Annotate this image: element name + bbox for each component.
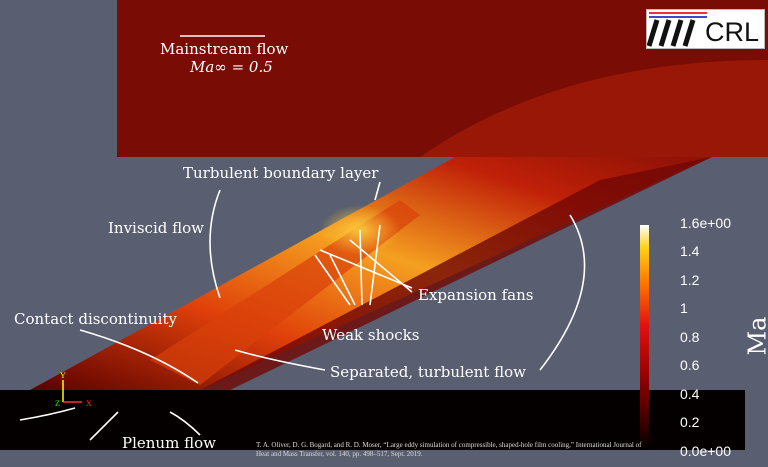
turbulent-wake [420,60,768,157]
colorbar-tick: 1.4 [680,243,700,259]
axis-z-label: Z [55,399,60,408]
label-inviscid: Inviscid flow [108,219,204,237]
citation-line1: T. A. Oliver, D. G. Bogard, and R. D. Mo… [256,441,642,449]
colorbar [640,225,649,450]
crl-logo: CRL [646,9,765,49]
label-mainstream: Mainstream flow [160,40,289,58]
annotation-arrows [19,35,586,441]
citation: T. A. Oliver, D. G. Bogard, and R. D. Mo… [256,441,641,459]
separated-layer [200,157,712,390]
axis-x-label: X [86,399,92,408]
colorbar-tick: 0.2 [680,414,700,430]
label-separated: Separated, turbulent flow [330,363,526,381]
colorbar-tick: 0.4 [680,386,700,402]
label-turbulent-bl: Turbulent boundary layer [183,164,379,182]
label-expansion: Expansion fans [418,286,534,304]
logo-stripes-icon [647,12,707,47]
label-contact: Contact discontinuity [14,310,177,328]
colorbar-tick: 1.6e+00 [680,215,731,231]
label-weak-shocks: Weak shocks [322,326,420,344]
label-mach: Ma∞ = 0.5 [190,58,273,76]
colorbar-tick: 0.0e+00 [680,443,731,459]
colorbar-tick: 1.2 [680,272,700,288]
axis-y-label: Y [60,371,66,380]
colorbar-tick: 0.6 [680,357,700,373]
colorbar-tick: 1 [680,300,688,316]
axes-triad [62,380,82,403]
citation-line2: Heat and Mass Transfer, vol. 140, pp. 49… [256,450,423,458]
colorbar-title: Ma [743,316,768,356]
plenum-region [0,390,745,450]
label-plenum: Plenum flow [122,434,216,452]
colorbar-tick: 0.8 [680,329,700,345]
logo-text: CRL [704,17,759,47]
